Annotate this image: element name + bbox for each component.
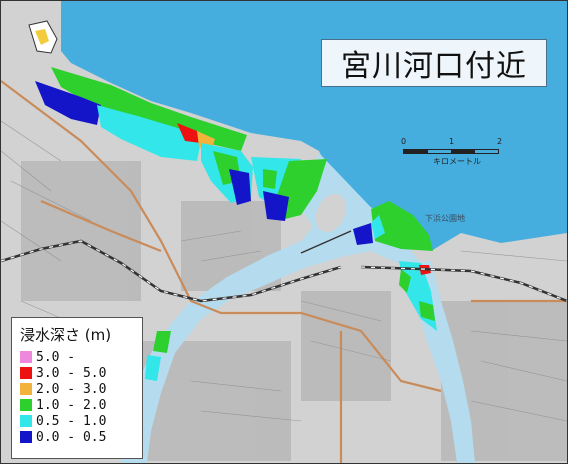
flood-zones <box>35 67 437 381</box>
railway-ties <box>1 240 567 302</box>
legend-item: 0.0 - 0.5 <box>20 429 134 445</box>
scale-tick-1: 1 <box>449 137 455 146</box>
legend-title: 浸水深さ (m) <box>20 326 112 344</box>
legend-item: 0.5 - 1.0 <box>20 413 134 429</box>
urban-texture <box>21 161 567 461</box>
legend-item-label: 2.0 - 3.0 <box>36 381 107 397</box>
legend-item: 2.0 - 3.0 <box>20 381 134 397</box>
legend-item: 5.0 - <box>20 349 134 365</box>
river-area <box>121 153 421 463</box>
scale-ticks: 0 1 2 <box>399 137 503 151</box>
legend-swatch <box>20 415 32 427</box>
legend-item-label: 1.0 - 2.0 <box>36 397 107 413</box>
scale-unit-label: キロメートル <box>433 157 481 166</box>
legend-swatch <box>20 399 32 411</box>
legend-item-label: 0.5 - 1.0 <box>36 413 107 429</box>
bridge <box>300 230 352 254</box>
legend-item-label: 3.0 - 5.0 <box>36 365 107 381</box>
legend-item: 1.0 - 2.0 <box>20 397 134 413</box>
legend-item: 3.0 - 5.0 <box>20 365 134 381</box>
legend: 浸水深さ (m) 5.0 - 3.0 - 5.0 2.0 - 3.0 1.0 -… <box>11 317 143 459</box>
scale-tick-0: 0 <box>401 137 407 146</box>
legend-item-label: 0.0 - 0.5 <box>36 429 107 445</box>
roads <box>1 80 567 463</box>
legend-swatch <box>20 367 32 379</box>
street-grid <box>1 120 567 422</box>
place-label: 下浜公園地 <box>425 214 465 223</box>
scale-tick-2: 2 <box>497 137 503 146</box>
scale-bar: 0 1 2 キロメートル <box>399 137 509 173</box>
legend-swatch <box>20 383 32 395</box>
legend-swatch <box>20 351 32 363</box>
legend-swatch <box>20 431 32 443</box>
scale-bar-graphic <box>403 149 499 154</box>
map-title: 宮川河口付近 <box>321 39 547 87</box>
island <box>315 193 347 233</box>
legend-item-label: 5.0 - <box>36 349 76 365</box>
harbour-marker <box>28 20 58 54</box>
